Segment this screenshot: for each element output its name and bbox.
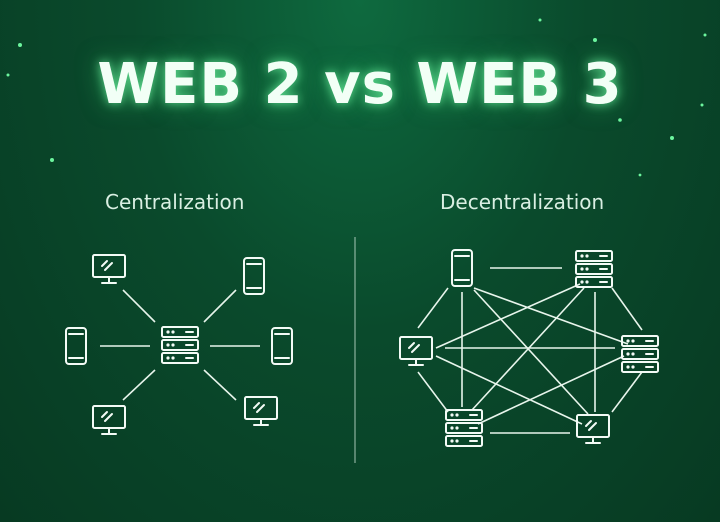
link-line	[611, 371, 643, 413]
link-line	[203, 369, 237, 401]
link-line	[417, 287, 449, 329]
monitor-icon	[244, 396, 278, 426]
centralization-nodes	[65, 254, 293, 435]
sparkle-dot	[670, 136, 674, 140]
link-line	[473, 289, 589, 415]
sparkle-dot	[538, 18, 542, 22]
server-icon	[445, 409, 483, 447]
link-line	[477, 355, 625, 425]
phone-icon	[271, 327, 293, 365]
sparkle-dot	[50, 158, 54, 162]
monitor-icon	[92, 254, 126, 284]
link-line	[435, 283, 581, 349]
sparkle-dot	[638, 173, 642, 177]
sparkle-dot	[593, 38, 597, 42]
centralization-heading: Centralization	[105, 190, 245, 214]
phone-icon	[243, 257, 265, 295]
link-line	[471, 287, 585, 411]
sparkle-dot	[703, 33, 707, 37]
decentralization-heading: Decentralization	[440, 190, 605, 214]
link-line	[435, 355, 583, 425]
sparkle-dot	[18, 43, 22, 47]
server-icon	[575, 250, 613, 288]
background-sparkles	[6, 18, 707, 177]
monitor-icon	[576, 414, 610, 444]
sparkle-dot	[618, 118, 622, 122]
link-line	[203, 289, 237, 323]
server-icon	[161, 326, 199, 364]
phone-icon	[451, 249, 473, 287]
monitor-icon	[92, 405, 126, 435]
link-line	[122, 289, 156, 323]
sparkle-dot	[700, 103, 704, 107]
centralization-links	[100, 289, 260, 401]
decentralization-links	[417, 267, 643, 434]
monitor-icon	[399, 336, 433, 366]
link-line	[122, 369, 156, 401]
link-line	[473, 287, 629, 345]
phone-icon	[65, 327, 87, 365]
link-line	[417, 371, 449, 413]
sparkle-dot	[6, 73, 10, 77]
page-title: WEB 2 vs WEB 3	[97, 52, 623, 117]
link-line	[611, 287, 643, 331]
server-icon	[621, 335, 659, 373]
